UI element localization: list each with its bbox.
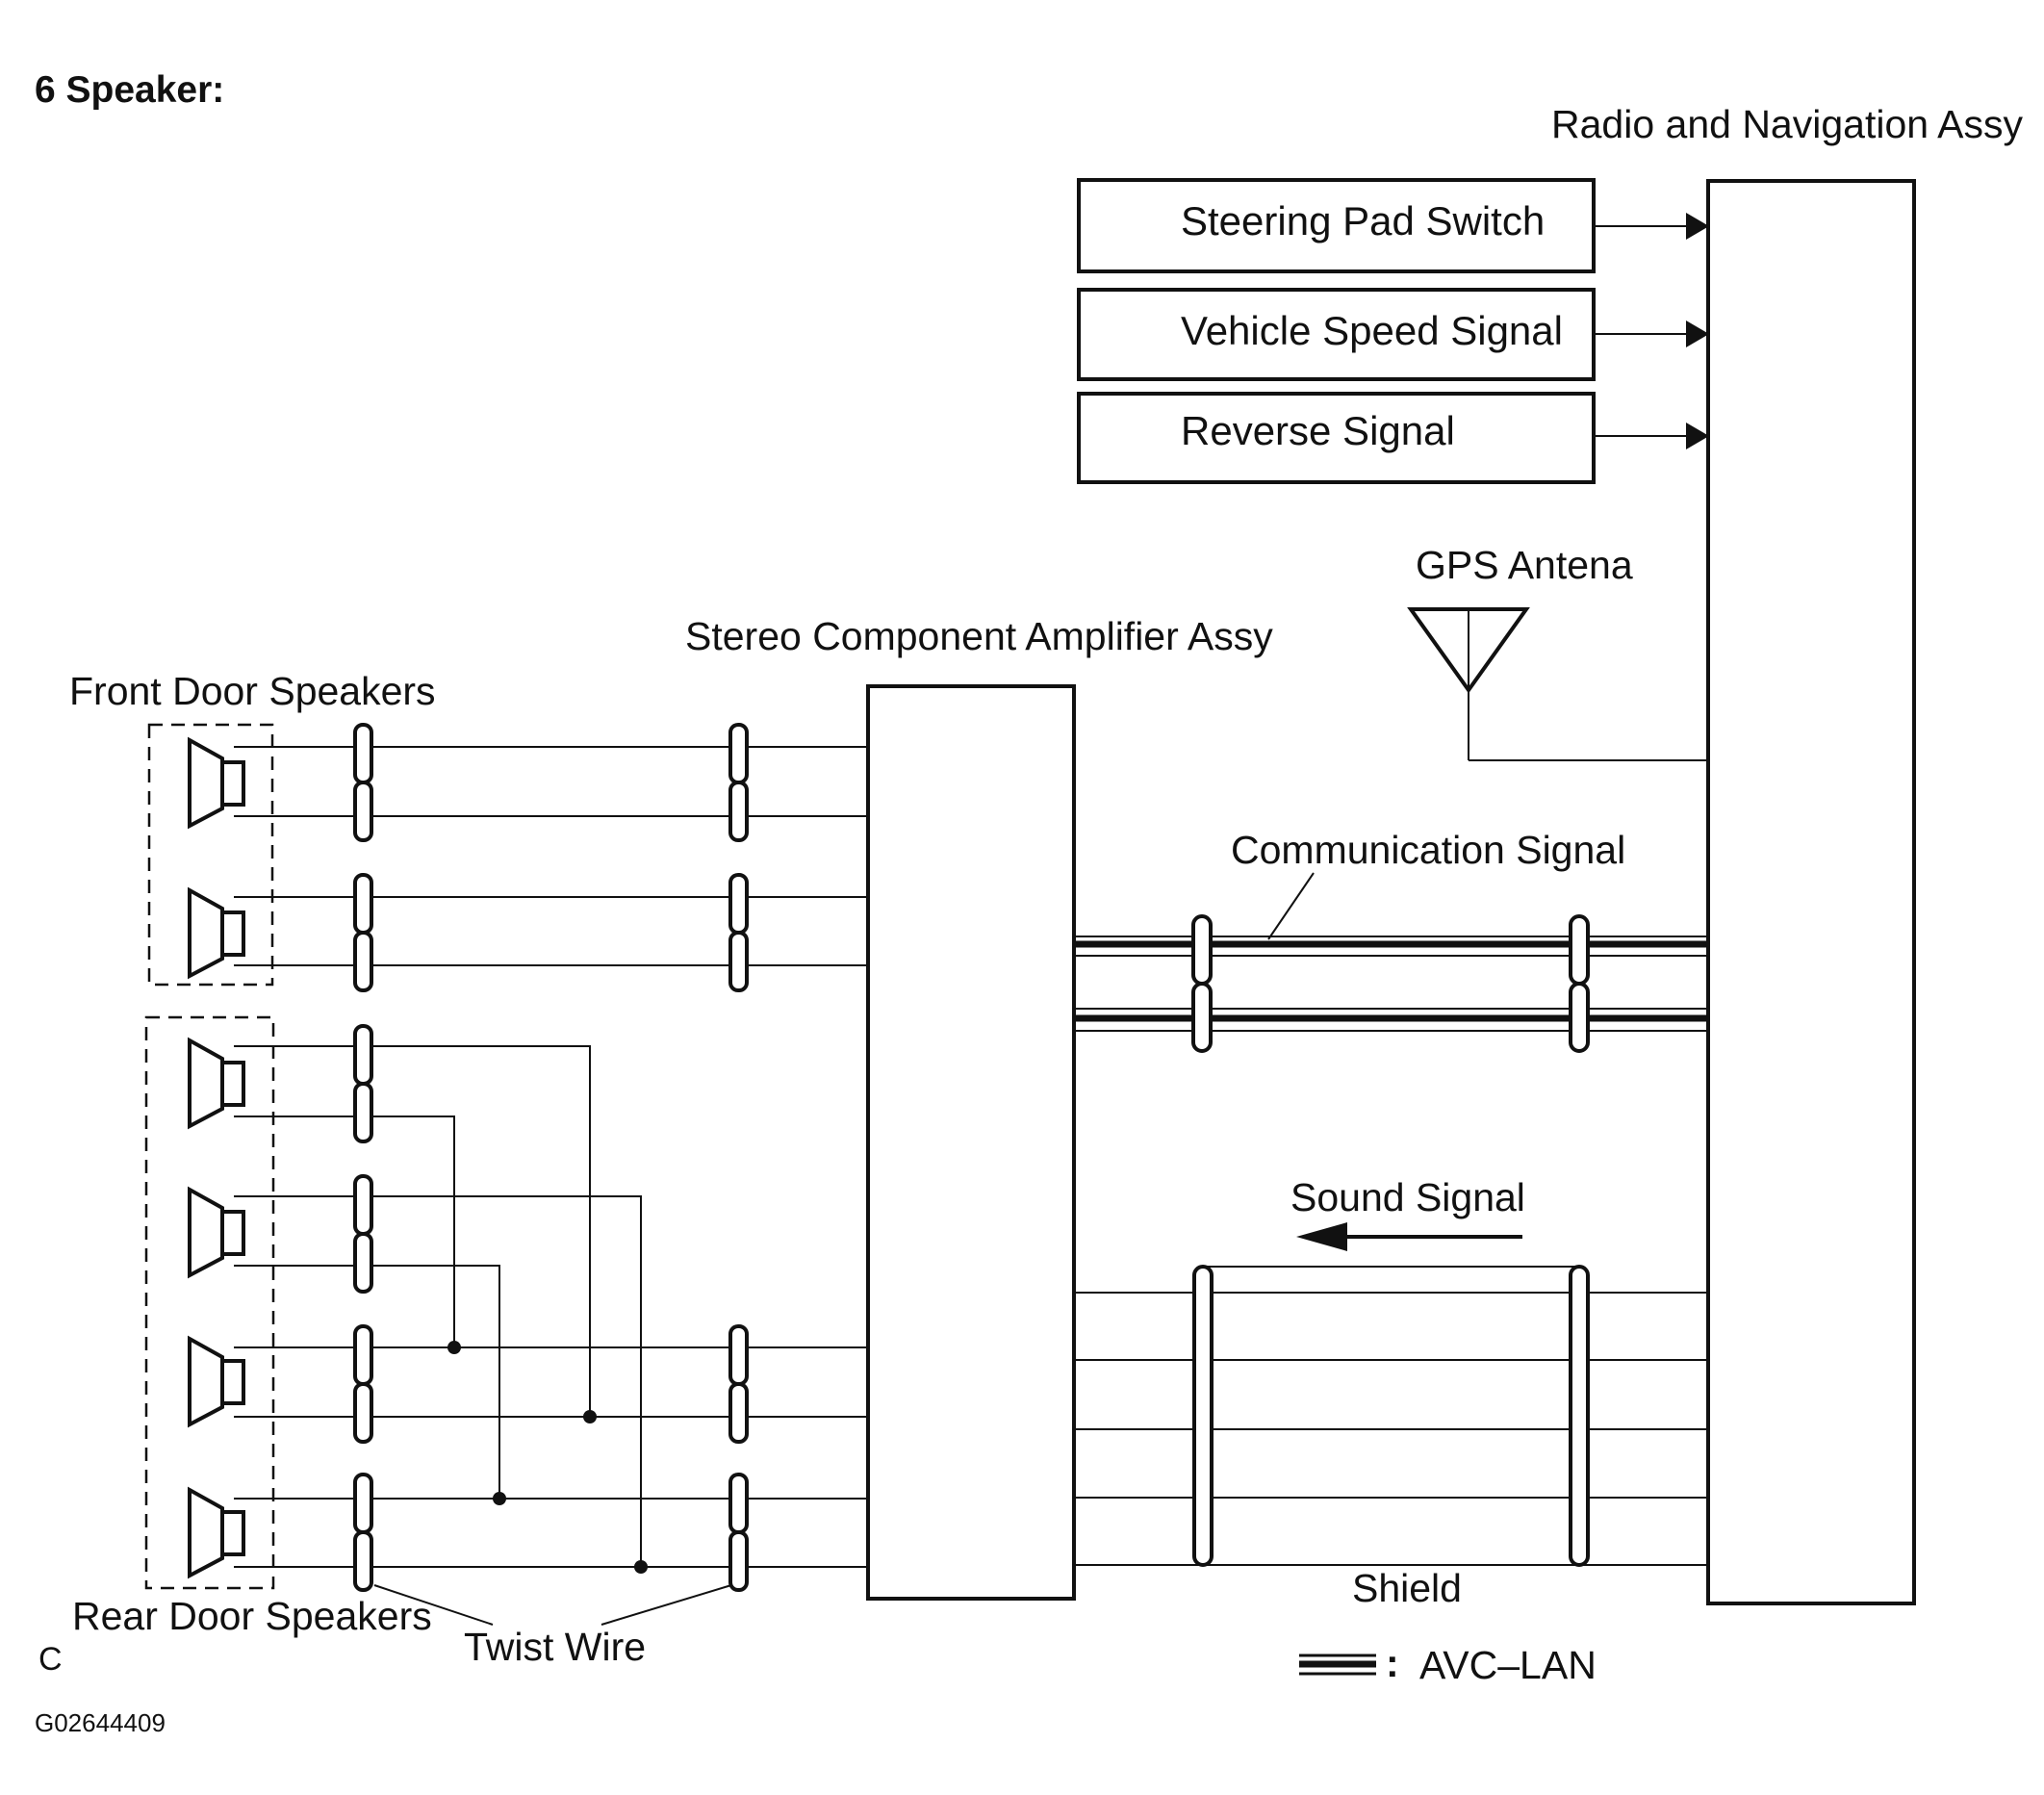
avc-lan-legend-label: AVC–LAN (1419, 1643, 1597, 1687)
front-speaker-wires (234, 746, 868, 966)
communication-leader (1267, 872, 1315, 940)
twist-wire-label: Twist Wire (464, 1625, 646, 1669)
shield (1192, 1265, 1590, 1567)
speaker-icon (188, 1037, 245, 1130)
twist-wire-leaders (373, 1584, 732, 1626)
steering-pad-switch-label: Steering Pad Switch (1181, 198, 1545, 244)
gps-antenna-icon (1407, 607, 1708, 761)
radio-nav-unit (1706, 179, 1916, 1605)
figure-id: G02644409 (35, 1708, 166, 1737)
vehicle-speed-signal-box (1077, 288, 1596, 381)
shield-label: Shield (1352, 1566, 1462, 1610)
speaker-icon (188, 1186, 245, 1279)
avc-lan-twist-markers (1191, 914, 1590, 1053)
rear-speaker-wires (234, 1045, 868, 1574)
rear-door-speakers-group (144, 1015, 275, 1590)
diagram-title: 6 Speaker: (35, 69, 224, 111)
amplifier-unit (866, 684, 1076, 1601)
front-door-speakers-group (147, 723, 274, 987)
speaker-icon (188, 1335, 245, 1428)
reverse-signal-box (1077, 392, 1596, 484)
reverse-signal-label: Reverse Signal (1181, 408, 1455, 453)
signal-arrows (1594, 213, 1709, 449)
speaker-icon (188, 1486, 245, 1579)
gps-antenna-label: GPS Antena (1416, 543, 1633, 587)
rear-door-speakers-label: Rear Door Speakers (72, 1594, 432, 1638)
sound-signal-arrow (1296, 1222, 1522, 1251)
radio-nav-label: Radio and Navigation Assy (1551, 102, 2024, 146)
avc-lan-bus (1074, 936, 1708, 1032)
corner-mark: C (38, 1641, 63, 1678)
twist-wire-markers (353, 723, 749, 1592)
speaker-icon (188, 886, 245, 980)
vehicle-speed-signal-label: Vehicle Speed Signal (1181, 308, 1563, 353)
sound-signal-label: Sound Signal (1290, 1175, 1525, 1219)
legend-colon: : (1386, 1641, 1399, 1685)
speaker-icon (188, 736, 245, 830)
communication-signal-label: Communication Signal (1231, 828, 1625, 872)
amplifier-label: Stereo Component Amplifier Assy (685, 614, 1273, 658)
avc-lan-legend-symbol (1299, 1654, 1376, 1676)
sound-signal-wires (1074, 1266, 1708, 1566)
front-door-speakers-label: Front Door Speakers (69, 669, 436, 713)
steering-pad-switch-box (1077, 178, 1596, 273)
